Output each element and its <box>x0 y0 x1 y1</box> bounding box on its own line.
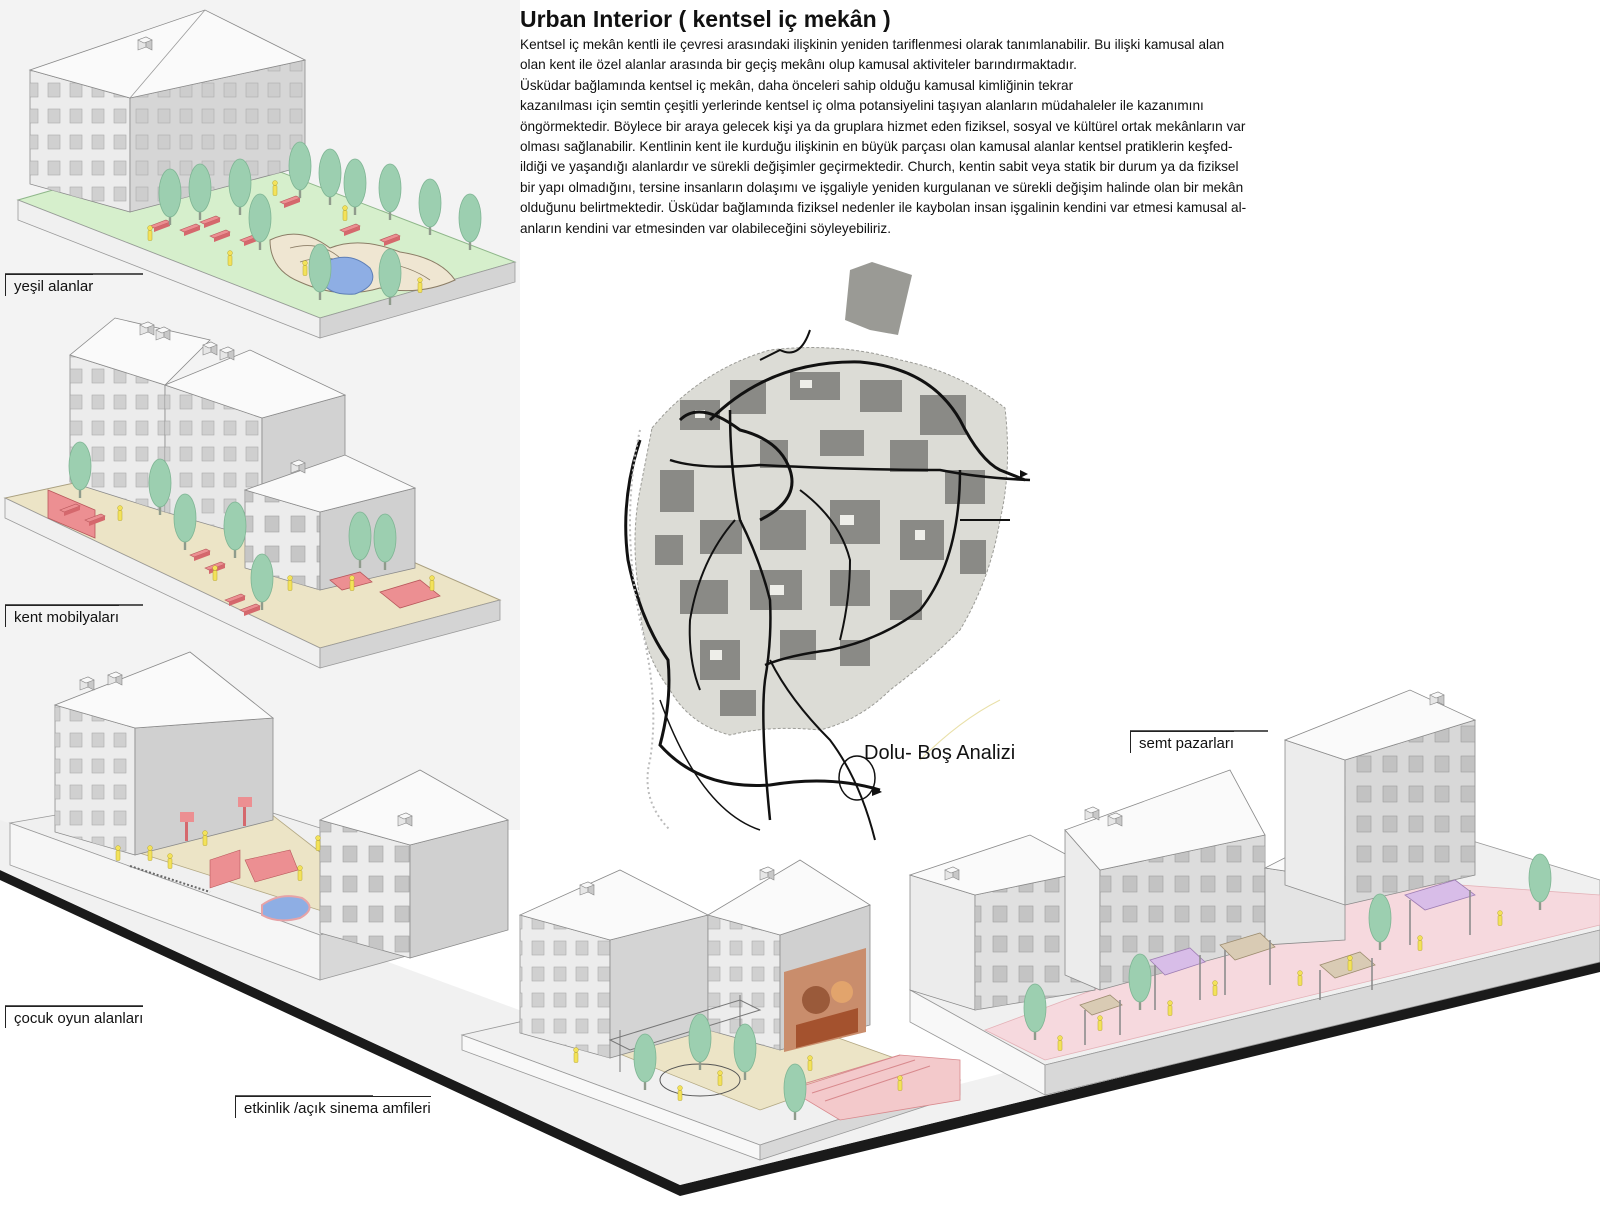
map-title: Dolu- Boş Analizi <box>864 742 1016 764</box>
page-title: Urban Interior ( kentsel iç mekân ) <box>520 6 891 32</box>
label-local-markets: semt pazarları <box>1130 731 1235 753</box>
figure-ground-map <box>624 262 1031 841</box>
label-green-areas: yeşil alanlar <box>5 274 94 296</box>
event-cinema-illustration <box>460 859 962 1161</box>
local-markets-illustration <box>908 689 1600 1096</box>
intro-paragraph: Kentsel iç mekân kentli ile çevresi aras… <box>520 37 1247 236</box>
label-urban-furniture: kent mobilyaları <box>5 605 120 627</box>
urban-furniture-illustration <box>3 317 502 669</box>
playgrounds-illustration <box>8 651 510 981</box>
mural-image <box>784 948 866 1052</box>
label-playgrounds: çocuk oyun alanları <box>5 1006 144 1028</box>
green-areas-illustration <box>16 9 517 339</box>
label-event-cinema: etkinlik /açık sinema amfileri <box>235 1096 431 1118</box>
